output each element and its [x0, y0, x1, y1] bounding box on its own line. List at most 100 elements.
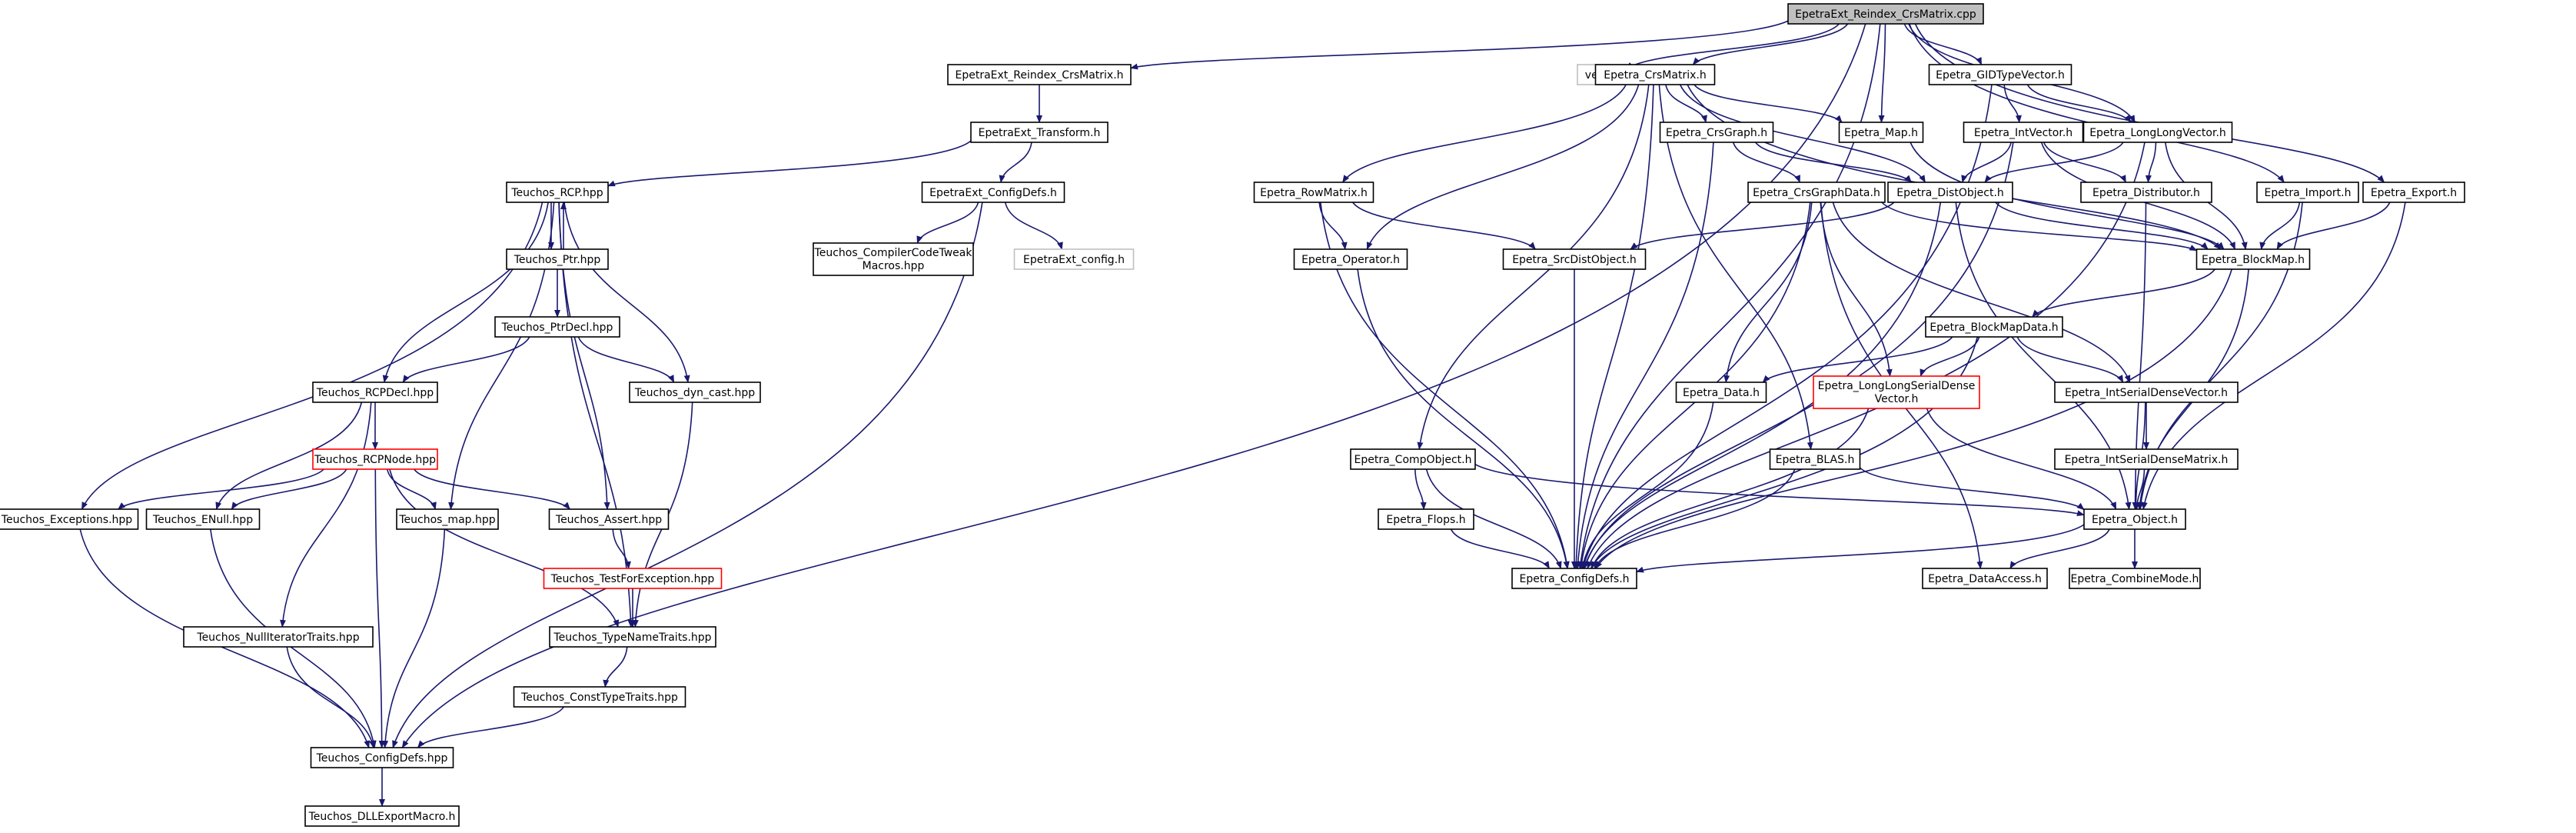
node-testforexc[interactable]: Teuchos_TestForException.hpp — [543, 568, 723, 589]
node-rcp[interactable]: Teuchos_RCP.hpp — [506, 182, 609, 203]
edge-rowmatrix-to-configdefs — [1320, 202, 1570, 569]
node-crsgraphdata[interactable]: Epetra_CrsGraphData.h — [1747, 182, 1886, 203]
node-extconfig[interactable]: EpetraExt_config.h — [1013, 248, 1135, 270]
node-crsgraph[interactable]: Epetra_CrsGraph.h — [1659, 122, 1774, 143]
node-rcpnode[interactable]: Teuchos_RCPNode.hpp — [312, 448, 438, 470]
node-distributor[interactable]: Epetra_Distributor.h — [2080, 182, 2212, 203]
node-intserialdensevector[interactable]: Epetra_IntSerialDenseVector.h — [2054, 382, 2239, 403]
edge-rowmatrix-to-operator — [1318, 202, 1348, 250]
edge-map-to-blockmap — [1910, 142, 2225, 250]
node-export[interactable]: Epetra_Export.h — [2362, 182, 2465, 203]
node-box — [1350, 448, 1476, 470]
node-reindex_h[interactable]: EpetraExt_Reindex_CrsMatrix.h — [947, 64, 1132, 85]
node-label: Epetra_Map.h — [1844, 127, 1918, 139]
edge-root-to-reindex_h — [1130, 20, 1789, 70]
node-ptr[interactable]: Teuchos_Ptr.hpp — [506, 248, 609, 270]
node-nulliter[interactable]: Teuchos_NullIteratorTraits.hpp — [183, 626, 374, 648]
node-label: EpetraExt_config.h — [1023, 254, 1125, 266]
node-label: Teuchos_TestForException.hpp — [550, 573, 715, 585]
node-blas[interactable]: Epetra_BLAS.h — [1769, 448, 1861, 470]
node-blockmap[interactable]: Epetra_BlockMap.h — [2195, 248, 2311, 270]
edge-transform-to-rcp — [607, 140, 972, 187]
node-label: Epetra_LongLongVector.h — [2089, 127, 2226, 139]
edge-gidtype-to-intvector — [2003, 84, 2022, 123]
node-tconfigdefs[interactable]: Teuchos_ConfigDefs.hpp — [310, 747, 454, 768]
node-configdefs[interactable]: Epetra_ConfigDefs.h — [1511, 568, 1637, 589]
edge-rcp-to-tmap — [448, 202, 555, 510]
node-dllexport[interactable]: Teuchos_DLLExportMacro.h — [304, 805, 460, 827]
node-label: Epetra_Distributor.h — [2092, 187, 2200, 199]
edge-root-to-map — [1878, 23, 1886, 123]
node-box — [312, 382, 438, 403]
node-label: Epetra_SrcDistObject.h — [1512, 254, 1637, 266]
node-flops[interactable]: Epetra_Flops.h — [1378, 508, 1474, 530]
edge-consttype-to-tconfigdefs — [417, 706, 565, 748]
node-srcdistobject[interactable]: Epetra_SrcDistObject.h — [1502, 248, 1647, 270]
edge-crsmatrix-to-blas — [1658, 84, 1813, 450]
node-box — [1769, 448, 1861, 470]
edge-typenametraits-to-consttype — [603, 646, 628, 688]
node-import[interactable]: Epetra_Import.h — [2256, 182, 2359, 203]
node-rcpdecl[interactable]: Teuchos_RCPDecl.hpp — [312, 382, 438, 403]
node-compobject[interactable]: Epetra_CompObject.h — [1350, 448, 1476, 470]
edge-crsmatrix-to-rowmatrix — [1342, 84, 1627, 183]
node-intserialdensematrix[interactable]: Epetra_IntSerialDenseMatrix.h — [2054, 448, 2239, 470]
node-extconfigdefs[interactable]: EpetraExt_ConfigDefs.h — [921, 182, 1065, 203]
node-longlongvector[interactable]: Epetra_LongLongVector.h — [2082, 122, 2233, 143]
node-label: Teuchos_ConfigDefs.hpp — [316, 752, 448, 765]
node-exceptions[interactable]: Teuchos_Exceptions.hpp — [0, 508, 139, 530]
dependency-edges — [79, 20, 2406, 807]
node-data[interactable]: Epetra_Data.h — [1675, 382, 1767, 403]
node-enull[interactable]: Teuchos_ENull.hpp — [145, 508, 261, 530]
node-label: Teuchos_PtrDecl.hpp — [501, 322, 613, 334]
node-crsmatrix[interactable]: Epetra_CrsMatrix.h — [1594, 64, 1716, 85]
node-label: Vector.h — [1875, 393, 1919, 405]
edge-rcp-to-dyncast — [563, 202, 690, 383]
edge-enull-to-tconfigdefs — [210, 528, 377, 748]
node-object[interactable]: Epetra_Object.h — [2083, 508, 2186, 530]
node-label: Epetra_CrsGraph.h — [1666, 127, 1767, 139]
node-rowmatrix[interactable]: Epetra_RowMatrix.h — [1253, 182, 1374, 203]
node-label: Epetra_DataAccess.h — [1928, 573, 2042, 585]
node-root[interactable]: EpetraExt_Reindex_CrsMatrix.cpp — [1787, 3, 1984, 25]
node-operator[interactable]: Epetra_Operator.h — [1293, 248, 1408, 270]
edge-blockmap-to-blockmapdata — [2032, 268, 2215, 318]
node-label: Epetra_IntSerialDenseMatrix.h — [2065, 454, 2229, 466]
node-assert[interactable]: Teuchos_Assert.hpp — [548, 508, 670, 530]
edge-llserialdense-to-configdefs — [1590, 408, 1870, 569]
node-label: EpetraExt_Reindex_CrsMatrix.h — [955, 69, 1123, 82]
node-box — [1838, 122, 1924, 143]
edge-crsmatrix-to-distobject — [1679, 84, 1926, 183]
node-label: Teuchos_NullIteratorTraits.hpp — [196, 631, 359, 644]
node-box — [1925, 316, 2063, 338]
node-box — [1594, 64, 1716, 85]
node-distobject[interactable]: Epetra_DistObject.h — [1887, 182, 2013, 203]
node-label: Epetra_Data.h — [1683, 387, 1760, 399]
edge-extconfigdefs-to-tconfigdefs — [392, 202, 983, 748]
edge-intserialdensematrix-to-object — [2133, 468, 2146, 510]
node-label: EpetraExt_Reindex_CrsMatrix.cpp — [1795, 8, 1976, 21]
node-ptrdecl[interactable]: Teuchos_PtrDecl.hpp — [494, 316, 620, 338]
node-typenametraits[interactable]: Teuchos_TypeNameTraits.hpp — [549, 626, 716, 648]
node-consttype[interactable]: Teuchos_ConstTypeTraits.hpp — [513, 686, 686, 708]
edge-object-to-configdefs — [1636, 524, 2085, 573]
node-combinemode[interactable]: Epetra_CombineMode.h — [2069, 568, 2201, 589]
node-gidtype[interactable]: Epetra_GIDTypeVector.h — [1928, 64, 2072, 85]
node-dyncast[interactable]: Teuchos_dyn_cast.hpp — [629, 382, 761, 403]
node-box — [921, 182, 1065, 203]
node-blockmapdata[interactable]: Epetra_BlockMapData.h — [1925, 316, 2063, 338]
edge-rcp-to-rcpdecl — [382, 202, 549, 383]
edge-crsgraphdata-to-data — [1723, 202, 1813, 383]
node-intvector[interactable]: Epetra_IntVector.h — [1963, 122, 2084, 143]
edge-transform-to-extconfigdefs — [999, 142, 1032, 183]
node-transform[interactable]: EpetraExt_Transform.h — [970, 122, 1109, 143]
node-box — [1659, 122, 1774, 143]
node-tmap[interactable]: Teuchos_map.hpp — [396, 508, 499, 530]
node-label: Epetra_Import.h — [2265, 187, 2352, 199]
node-dataaccess[interactable]: Epetra_DataAccess.h — [1922, 568, 2048, 589]
node-box — [183, 626, 374, 648]
node-map[interactable]: Epetra_Map.h — [1838, 122, 1924, 143]
node-label: Epetra_Export.h — [2371, 187, 2457, 199]
